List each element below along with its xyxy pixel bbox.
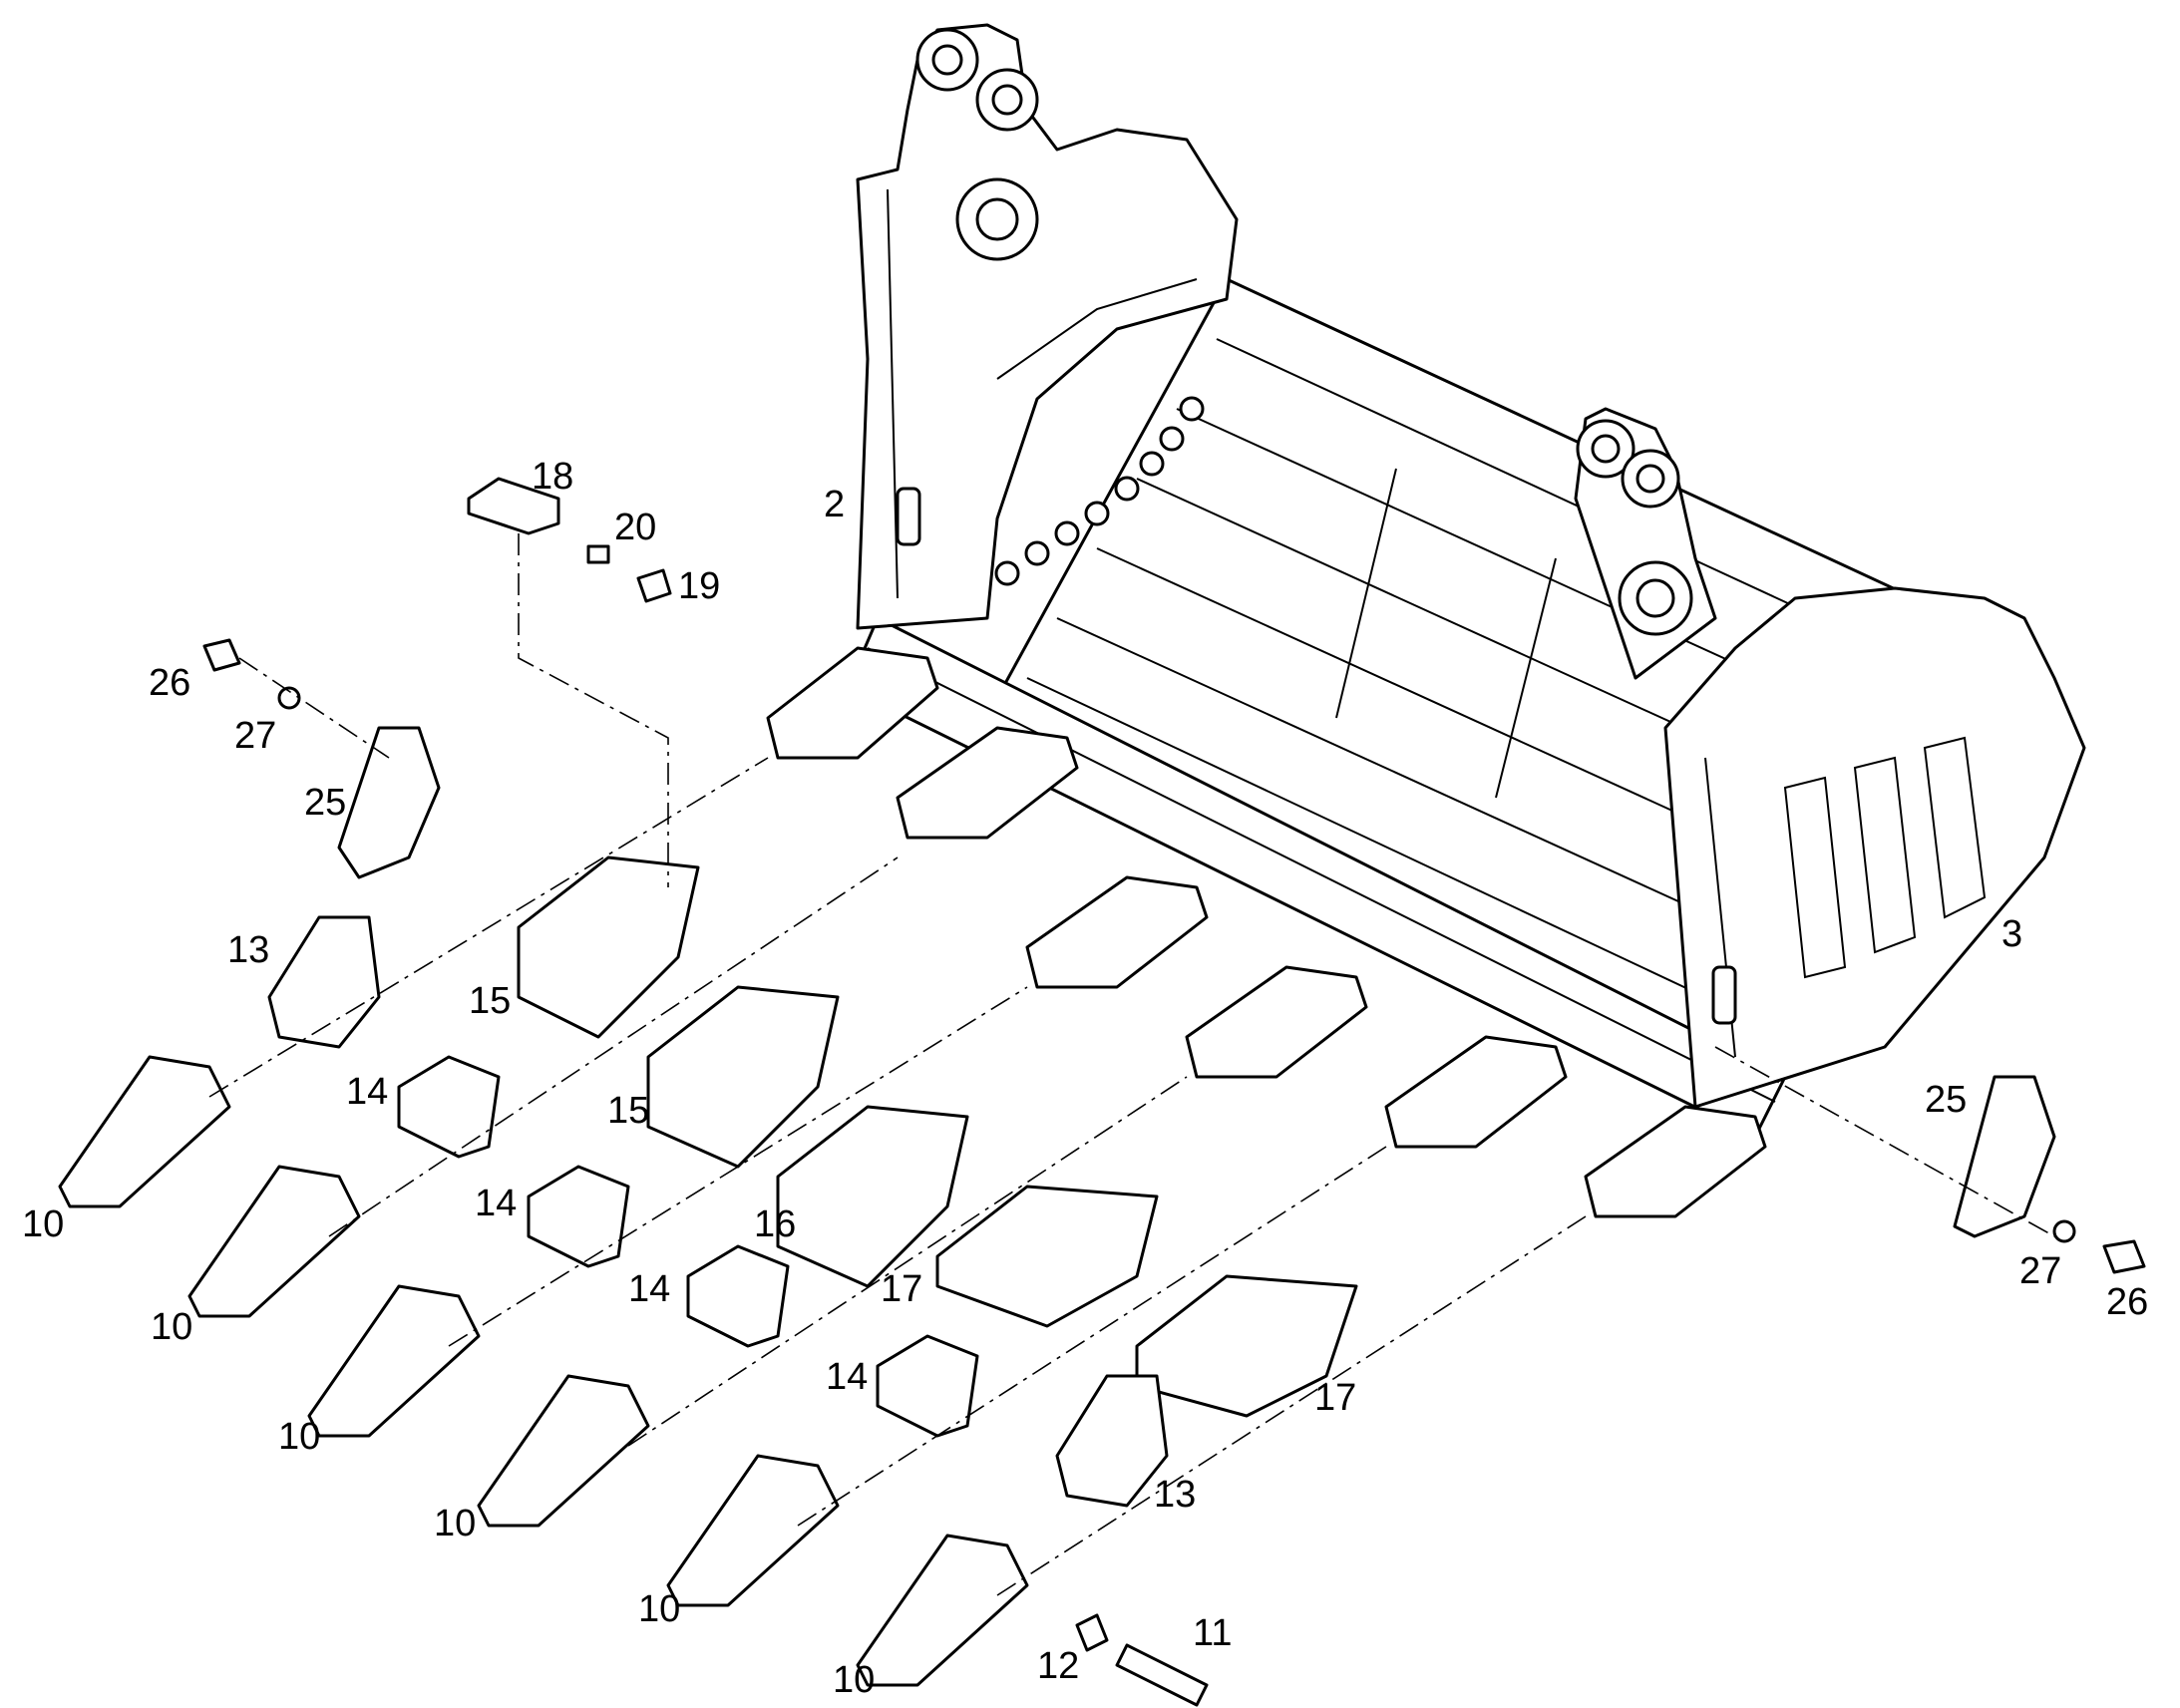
callout-18: 18	[532, 456, 573, 498]
right-side-plate	[1574, 407, 2086, 1109]
callout-labels: 2 3 18 20 19 26 27 25 13 15 15 16 17 17 …	[22, 456, 2148, 1701]
pin	[2102, 1239, 2146, 1274]
callout-15: 15	[469, 980, 511, 1022]
lip-shrouds	[517, 855, 1358, 1418]
tooth-point	[307, 1284, 481, 1438]
callout-17: 17	[881, 1268, 922, 1310]
callout-15: 15	[607, 1090, 649, 1132]
tooth-point	[666, 1454, 840, 1607]
hardware	[202, 477, 2146, 1707]
tooth-point	[187, 1165, 361, 1318]
lip-shroud	[776, 1105, 969, 1288]
callout-25: 25	[1925, 1079, 1967, 1121]
callout-26: 26	[149, 662, 190, 704]
callout-10: 10	[638, 1588, 680, 1630]
tooth-adapters	[766, 646, 1767, 1218]
side-shroud	[337, 726, 441, 879]
callout-10: 10	[22, 1203, 64, 1245]
side-shroud	[1953, 1075, 2056, 1238]
callout-10: 10	[833, 1659, 875, 1701]
callout-19: 19	[678, 565, 720, 607]
tooth-points	[58, 1055, 1029, 1687]
callout-25: 25	[304, 782, 346, 824]
callout-2: 2	[824, 484, 845, 525]
callout-14: 14	[628, 1268, 670, 1310]
wear-cap	[397, 1055, 501, 1159]
left-pin-lugs	[915, 28, 1039, 261]
tooth-point	[58, 1055, 231, 1208]
corner-adapter	[1055, 1374, 1169, 1508]
corner-adapter	[267, 915, 381, 1049]
callout-20: 20	[614, 507, 656, 548]
tooth-point	[856, 1534, 1029, 1687]
wedge	[586, 544, 610, 564]
lip-shroud	[935, 1185, 1159, 1328]
lip-shroud	[517, 855, 700, 1039]
callout-14: 14	[346, 1071, 388, 1113]
callout-12: 12	[1037, 1645, 1079, 1687]
callout-13: 13	[227, 929, 269, 971]
wear-cap	[686, 1244, 790, 1348]
callout-10: 10	[434, 1503, 476, 1544]
callout-16: 16	[754, 1203, 796, 1245]
lip-shroud	[646, 985, 840, 1169]
callout-17: 17	[1314, 1377, 1356, 1419]
callout-27: 27	[234, 715, 276, 757]
callout-10: 10	[278, 1416, 320, 1458]
callout-11: 11	[1193, 1612, 1232, 1654]
right-side-panel-slots	[1783, 736, 1987, 979]
callout-14: 14	[826, 1356, 868, 1398]
washer	[2052, 1219, 2076, 1243]
bolt	[636, 568, 672, 603]
callout-13: 13	[1154, 1474, 1196, 1516]
left-side-rib-holes	[994, 396, 1205, 586]
left-side-plate	[856, 23, 1239, 630]
callout-10: 10	[151, 1306, 192, 1348]
pin	[1115, 1643, 1209, 1707]
tooth-point	[477, 1374, 650, 1528]
wear-caps	[397, 1055, 979, 1438]
callout-27: 27	[2019, 1250, 2061, 1292]
wear-cap	[527, 1165, 630, 1268]
assembly-lines	[208, 533, 2055, 1596]
retainer	[1075, 1613, 1109, 1652]
clamp	[467, 477, 560, 535]
corner-parts	[267, 726, 2056, 1508]
callout-3: 3	[2001, 913, 2022, 955]
wear-cap	[876, 1334, 979, 1438]
pin	[202, 638, 241, 672]
right-pin-lugs	[1574, 407, 1717, 680]
callout-14: 14	[475, 1183, 517, 1224]
callout-26: 26	[2106, 1281, 2148, 1323]
